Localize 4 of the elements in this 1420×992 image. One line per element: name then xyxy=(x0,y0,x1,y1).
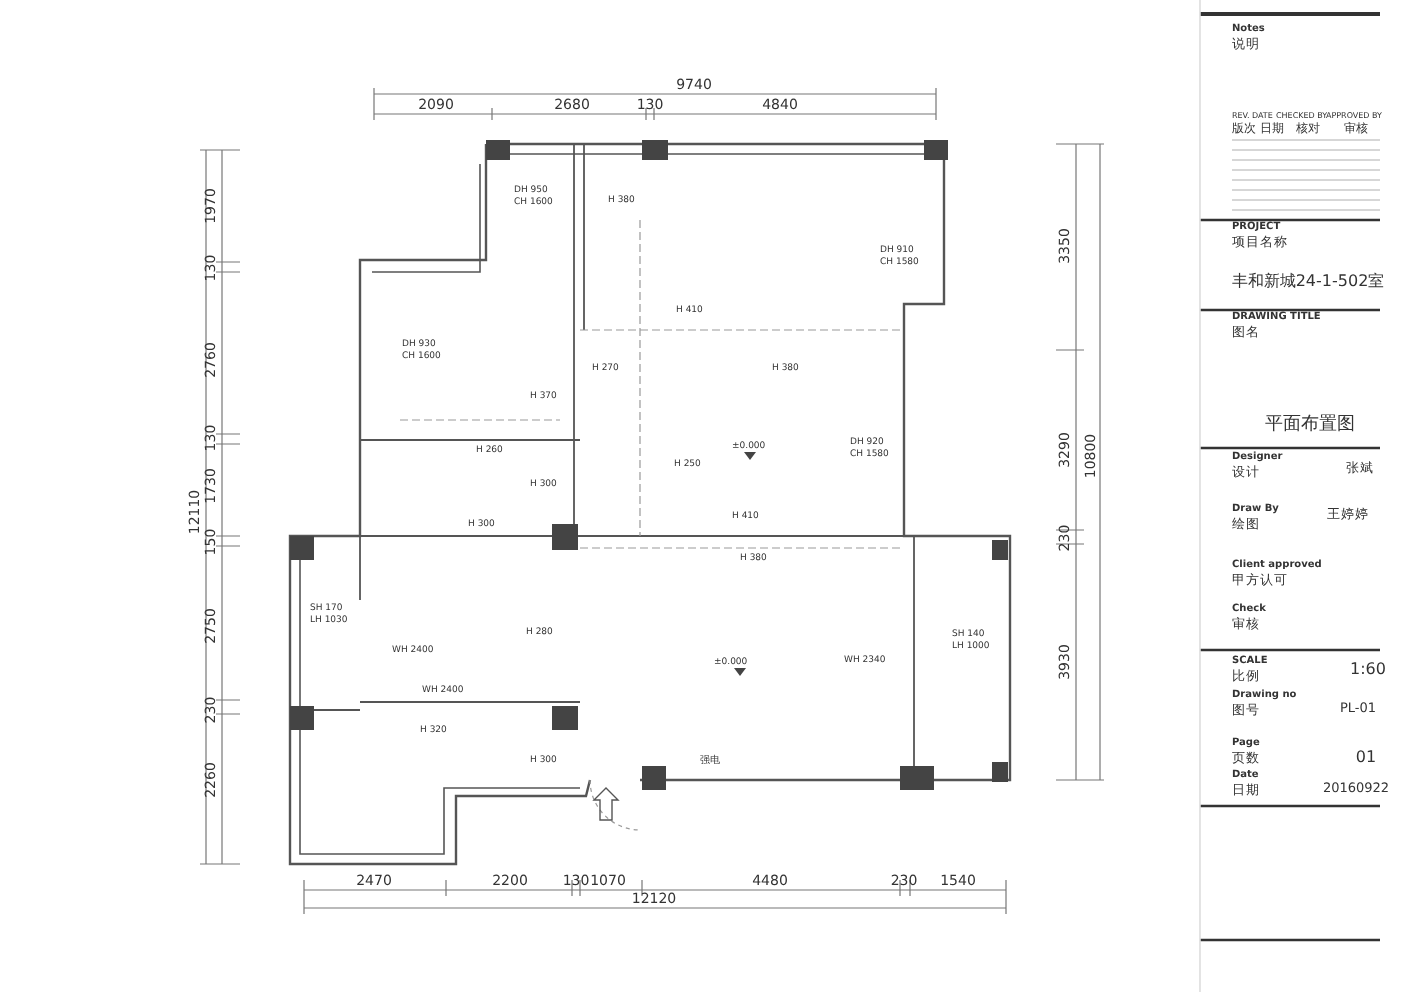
title-block-value: 1:60 xyxy=(1350,662,1386,678)
title-block-value: 平面布置图 xyxy=(1265,417,1355,435)
title-block-value: 01 xyxy=(1355,750,1377,766)
title-block-value: 丰和新城24-1-502室 xyxy=(1231,274,1385,290)
